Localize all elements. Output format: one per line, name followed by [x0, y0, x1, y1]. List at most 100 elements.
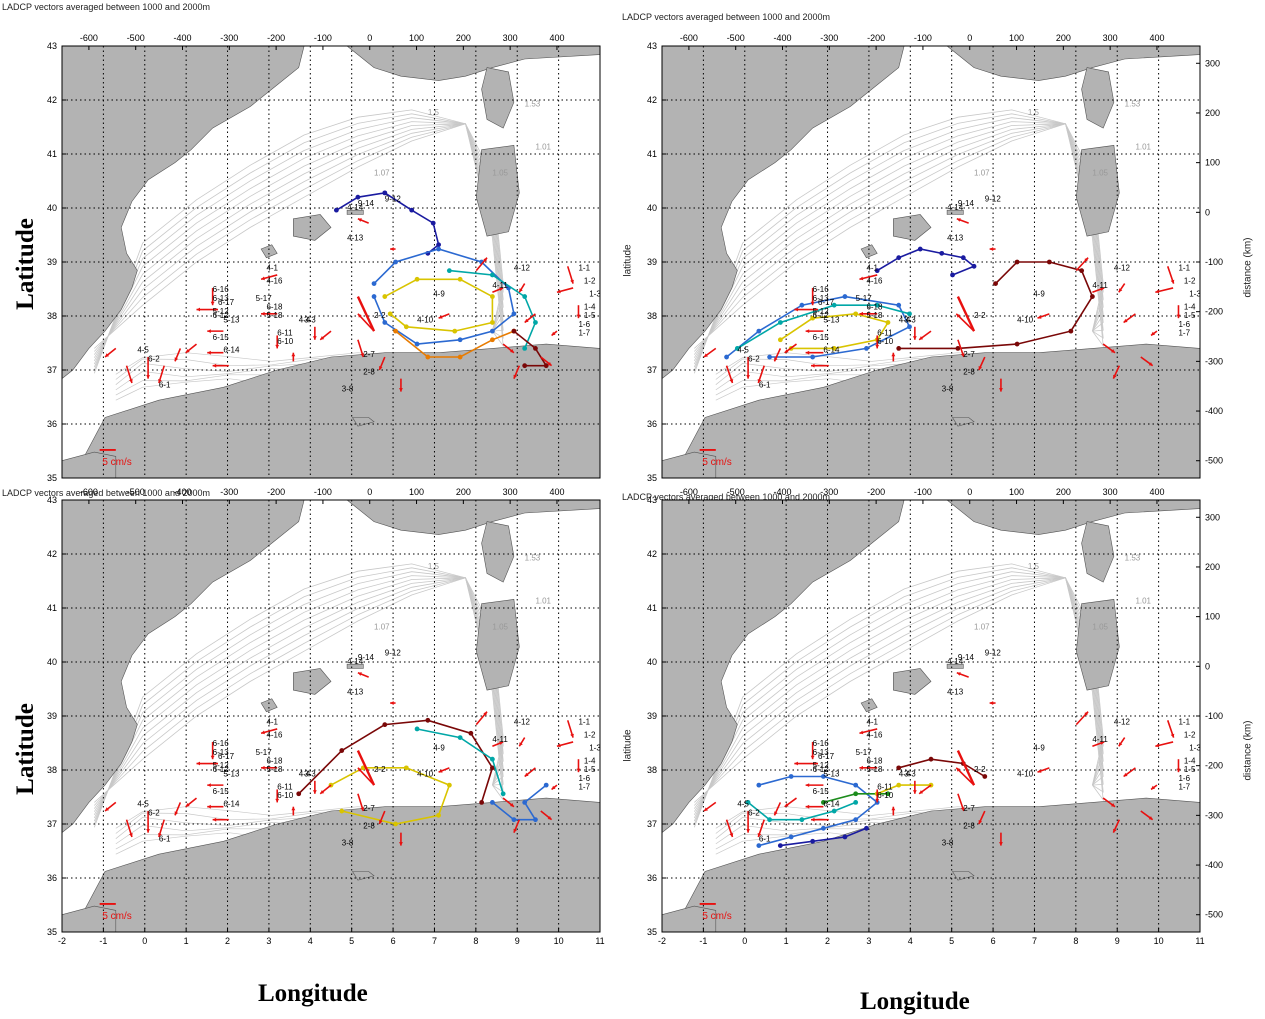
km-tick-top-label: 200	[456, 487, 471, 497]
lon-tick-label: 0	[742, 936, 747, 946]
contour-label: 1.53	[1125, 99, 1141, 108]
vector-head	[999, 842, 1003, 846]
track-point	[511, 328, 517, 334]
vector-head	[956, 767, 961, 772]
lon-tick-label: 3	[866, 936, 871, 946]
km-tick-right-label: -300	[1205, 356, 1223, 366]
station-labels: 1-11-21-31-41-51-61-72-22-72-83-33-84-14…	[137, 195, 601, 394]
vector-head	[524, 318, 529, 323]
km-tick-top-label: 400	[549, 487, 564, 497]
station-label: 1-3	[1189, 744, 1201, 753]
scale-label: 5 cm/s	[102, 457, 131, 468]
track-point	[339, 808, 345, 814]
vector-head	[1111, 349, 1115, 353]
track-point	[543, 363, 549, 369]
station-label: 5-13	[823, 315, 840, 324]
km-tick-top-label: -200	[267, 487, 285, 497]
float-track	[896, 756, 988, 779]
station-label: 9-12	[985, 649, 1002, 658]
station-label: 3-3	[304, 769, 316, 778]
track-point	[457, 276, 463, 282]
station-label: 4-1	[266, 718, 278, 727]
station-label: 2-8	[363, 367, 375, 376]
axis-ticks: 353637383940414243-600-500-400-300-200-1…	[647, 487, 1223, 946]
land-sardinia	[475, 145, 520, 237]
float-track	[446, 268, 538, 351]
lat-tick-label: 36	[47, 419, 57, 429]
land-sardinia	[475, 599, 520, 691]
km-tick-top-label: 0	[967, 33, 972, 43]
float-track	[874, 246, 977, 278]
station-label: 6-16	[813, 739, 830, 748]
station-label: 3-8	[342, 839, 354, 848]
lat-tick-label: 36	[47, 873, 57, 883]
track-point	[917, 246, 923, 252]
station-label: 6-2	[748, 808, 760, 817]
track-point	[810, 315, 816, 321]
vector-head	[805, 329, 810, 333]
station-label: 6-17	[818, 752, 835, 761]
lat-tick-label: 39	[47, 711, 57, 721]
vector-head	[875, 798, 880, 803]
lon-tick-label: 8	[1073, 936, 1078, 946]
station-label: 4-10	[1017, 769, 1034, 778]
track-point	[777, 337, 783, 343]
km-tick-top-label: -200	[867, 487, 885, 497]
vector-head	[547, 362, 552, 366]
vector-head	[185, 803, 190, 807]
vector-head	[360, 807, 365, 811]
station-label: 1-6	[578, 774, 590, 783]
station-label: 6-10	[877, 337, 894, 346]
vector-head	[519, 742, 523, 747]
station-label: 2-7	[963, 350, 975, 359]
vector-head	[960, 807, 965, 811]
station-label: 6-12	[813, 311, 830, 320]
track-point	[490, 756, 495, 762]
km-tick-right-label: -400	[1205, 406, 1223, 416]
station-label: 6-15	[813, 333, 830, 342]
station-label: 5-13	[823, 769, 840, 778]
contour-line	[693, 117, 1104, 368]
station-label: 1-5	[1184, 311, 1196, 320]
lat-tick-label: 43	[647, 495, 657, 505]
vector-shaft	[955, 767, 975, 786]
track-point	[355, 194, 361, 200]
track-point	[853, 817, 859, 823]
vector-head	[810, 755, 815, 760]
ladcp-vectors	[703, 672, 1181, 846]
longitude-axis-label-right: Longitude	[860, 988, 970, 1015]
vector-head	[275, 344, 280, 349]
track-point	[993, 281, 998, 286]
land-spain	[61, 45, 305, 380]
km-tick-top-label: -500	[127, 33, 145, 43]
station-label: 4-9	[1033, 744, 1045, 753]
station-label: 4-5	[137, 346, 149, 355]
track-line	[416, 728, 504, 795]
land-spain	[661, 45, 905, 380]
land-menorca	[346, 209, 364, 215]
km-tick-top-label: -300	[820, 487, 838, 497]
station-label: 4-14	[347, 203, 364, 212]
track-point	[490, 337, 495, 343]
track-point	[821, 825, 826, 831]
vector-head	[859, 311, 863, 316]
vector-head	[774, 811, 778, 816]
km-tick-top-label: -600	[680, 33, 698, 43]
station-label: 5-12	[813, 761, 830, 770]
lat-tick-label: 36	[647, 873, 657, 883]
km-tick-top-label: 0	[367, 33, 372, 43]
land-spain	[61, 499, 305, 834]
track-point	[842, 834, 848, 840]
contour-label: 1.01	[535, 143, 551, 152]
float-track	[393, 328, 517, 360]
station-label: 5-17	[256, 748, 273, 757]
vector-head	[210, 755, 215, 760]
ladcp-vectors	[703, 218, 1181, 392]
contour-label: 1.53	[1125, 553, 1141, 562]
vector-head	[805, 783, 810, 787]
km-tick-top-label: 200	[1056, 487, 1071, 497]
land-islet	[351, 417, 375, 427]
station-label: 6-1	[159, 380, 171, 389]
station-label: 6-17	[218, 298, 235, 307]
km-tick-top-label: -600	[80, 33, 98, 43]
